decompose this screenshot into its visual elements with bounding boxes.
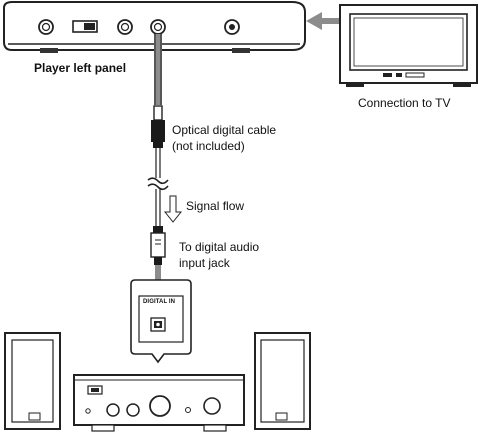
digital-in-tag: DIGITAL IN <box>143 299 176 305</box>
panel-optical-jack <box>150 19 166 35</box>
amplifier-icon <box>73 374 245 432</box>
jack-label-line2: input jack <box>179 256 230 270</box>
tv-connection-label: Connection to TV <box>358 96 451 110</box>
tv-icon <box>339 4 478 87</box>
left-speaker-icon <box>4 332 61 430</box>
digital-in-callout <box>130 279 192 364</box>
panel-switch <box>72 20 98 33</box>
panel-jack-1 <box>38 19 54 35</box>
optical-input-icon <box>150 317 166 332</box>
signal-flow-label: Signal flow <box>186 199 245 213</box>
panel-power-jack <box>224 19 240 35</box>
signal-flow-arrow-icon <box>163 195 183 223</box>
cable-label-line1: Optical digital cable <box>172 123 277 137</box>
player-panel-label: Player left panel <box>34 61 127 75</box>
cable-label-line2: (not included) <box>172 139 245 153</box>
right-speaker-icon <box>254 332 311 430</box>
player-unit <box>3 0 306 53</box>
left-arrow-icon <box>306 12 340 30</box>
panel-jack-2 <box>117 19 133 35</box>
optical-cable <box>147 34 169 265</box>
jack-label-line1: To digital audio <box>179 240 260 254</box>
